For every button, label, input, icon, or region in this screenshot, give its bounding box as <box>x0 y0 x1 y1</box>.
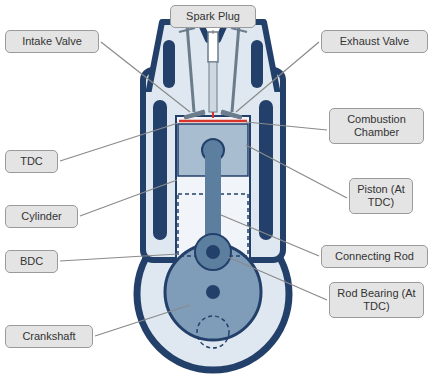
label-text: TDC <box>11 155 52 168</box>
water-jacket <box>153 100 167 240</box>
rod-bearing <box>195 234 231 270</box>
water-jacket <box>259 100 273 240</box>
label-text: Combustion Chamber <box>335 113 418 139</box>
leader-lines <box>60 30 347 336</box>
crankpin <box>206 245 220 259</box>
rod-small-end <box>205 150 221 178</box>
rod-bearing-label: Rod Bearing (At TDC) <box>329 282 424 318</box>
label-text: Piston (At TDC) <box>355 183 407 209</box>
crankshaft-disc <box>165 244 261 340</box>
bdc-label: BDC <box>5 250 58 273</box>
exhaust-valve-label: Exhaust Valve <box>321 30 428 53</box>
tdc-label: TDC <box>5 150 58 173</box>
spark-plug <box>208 32 218 62</box>
water-jacket <box>163 40 175 88</box>
label-text: Spark Plug <box>176 10 250 23</box>
crank-axis <box>206 285 220 299</box>
label-text: Intake Valve <box>11 35 93 48</box>
piston-label: Piston (At TDC) <box>349 178 413 214</box>
cylinder-label: Cylinder <box>5 205 78 228</box>
crankpin-bdc <box>197 316 229 348</box>
label-text: Exhaust Valve <box>327 35 422 48</box>
spark-plug-tip <box>212 112 214 118</box>
spark-plug-label: Spark Plug <box>170 5 256 28</box>
label-text: Rod Bearing (At TDC) <box>335 287 418 313</box>
combustion-chamber-line <box>179 120 247 123</box>
label-text: Cylinder <box>11 210 72 223</box>
label-text: Connecting Rod <box>327 250 422 263</box>
crankshaft-label: Crankshaft <box>5 325 93 348</box>
water-jacket <box>251 40 263 88</box>
combustion-chamber-label: Combustion Chamber <box>329 108 424 144</box>
label-text: BDC <box>11 255 52 268</box>
intake-valve-label: Intake Valve <box>5 30 99 53</box>
label-text: Crankshaft <box>11 330 87 343</box>
connecting-rod-label: Connecting Rod <box>321 245 428 268</box>
spark-plug-body <box>209 62 217 112</box>
